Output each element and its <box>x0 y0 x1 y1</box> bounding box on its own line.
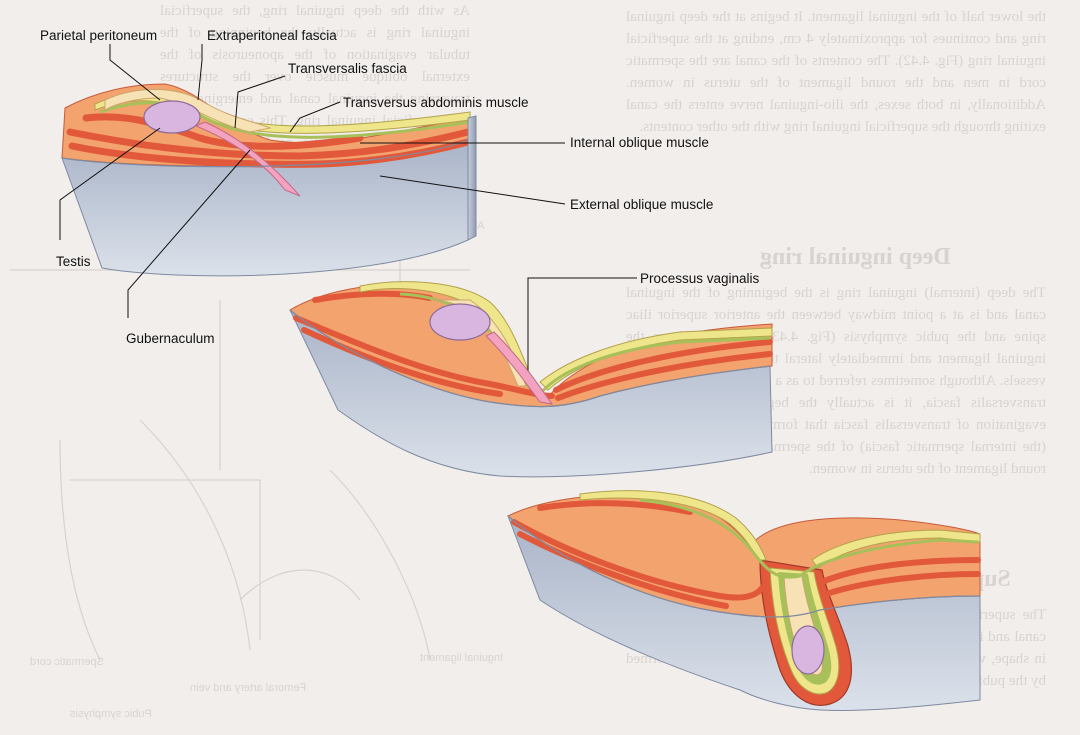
leader-parietal-peritoneum <box>109 44 161 101</box>
leader-transversus-abdominis <box>289 101 341 133</box>
bottom-testis <box>791 625 825 675</box>
leader-gubernaculum <box>127 149 251 318</box>
label-gubernaculum: Gubernaculum <box>126 331 215 346</box>
leader-external-oblique <box>379 175 566 205</box>
top-testis <box>143 100 201 134</box>
leader-lines <box>59 44 637 370</box>
label-external-oblique: External oblique muscle <box>570 197 714 212</box>
leader-processus-vaginalis <box>527 277 637 370</box>
label-processus-vaginalis: Processus vaginalis <box>640 271 760 286</box>
label-transversalis-fascia: Transversalis fascia <box>288 61 407 76</box>
middle-stage-block <box>289 281 773 478</box>
label-transversus-abdominis: Transversus abdominis muscle <box>343 95 529 110</box>
leader-transversalis-fascia <box>234 75 286 129</box>
label-internal-oblique: Internal oblique muscle <box>570 135 709 150</box>
label-testis: Testis <box>56 254 91 269</box>
label-parietal-peritoneum: Parietal peritoneum <box>40 28 158 43</box>
leader-extraperitoneal-fascia <box>197 44 203 101</box>
middle-testis <box>429 303 491 341</box>
label-extraperitoneal-fascia: Extraperitoneal fascia <box>207 28 337 43</box>
top-stage-block <box>61 83 477 277</box>
bottom-stage-block <box>507 490 981 712</box>
leader-testis <box>59 127 161 240</box>
middle-gubernaculum <box>485 331 554 405</box>
top-gubernaculum <box>194 121 301 197</box>
